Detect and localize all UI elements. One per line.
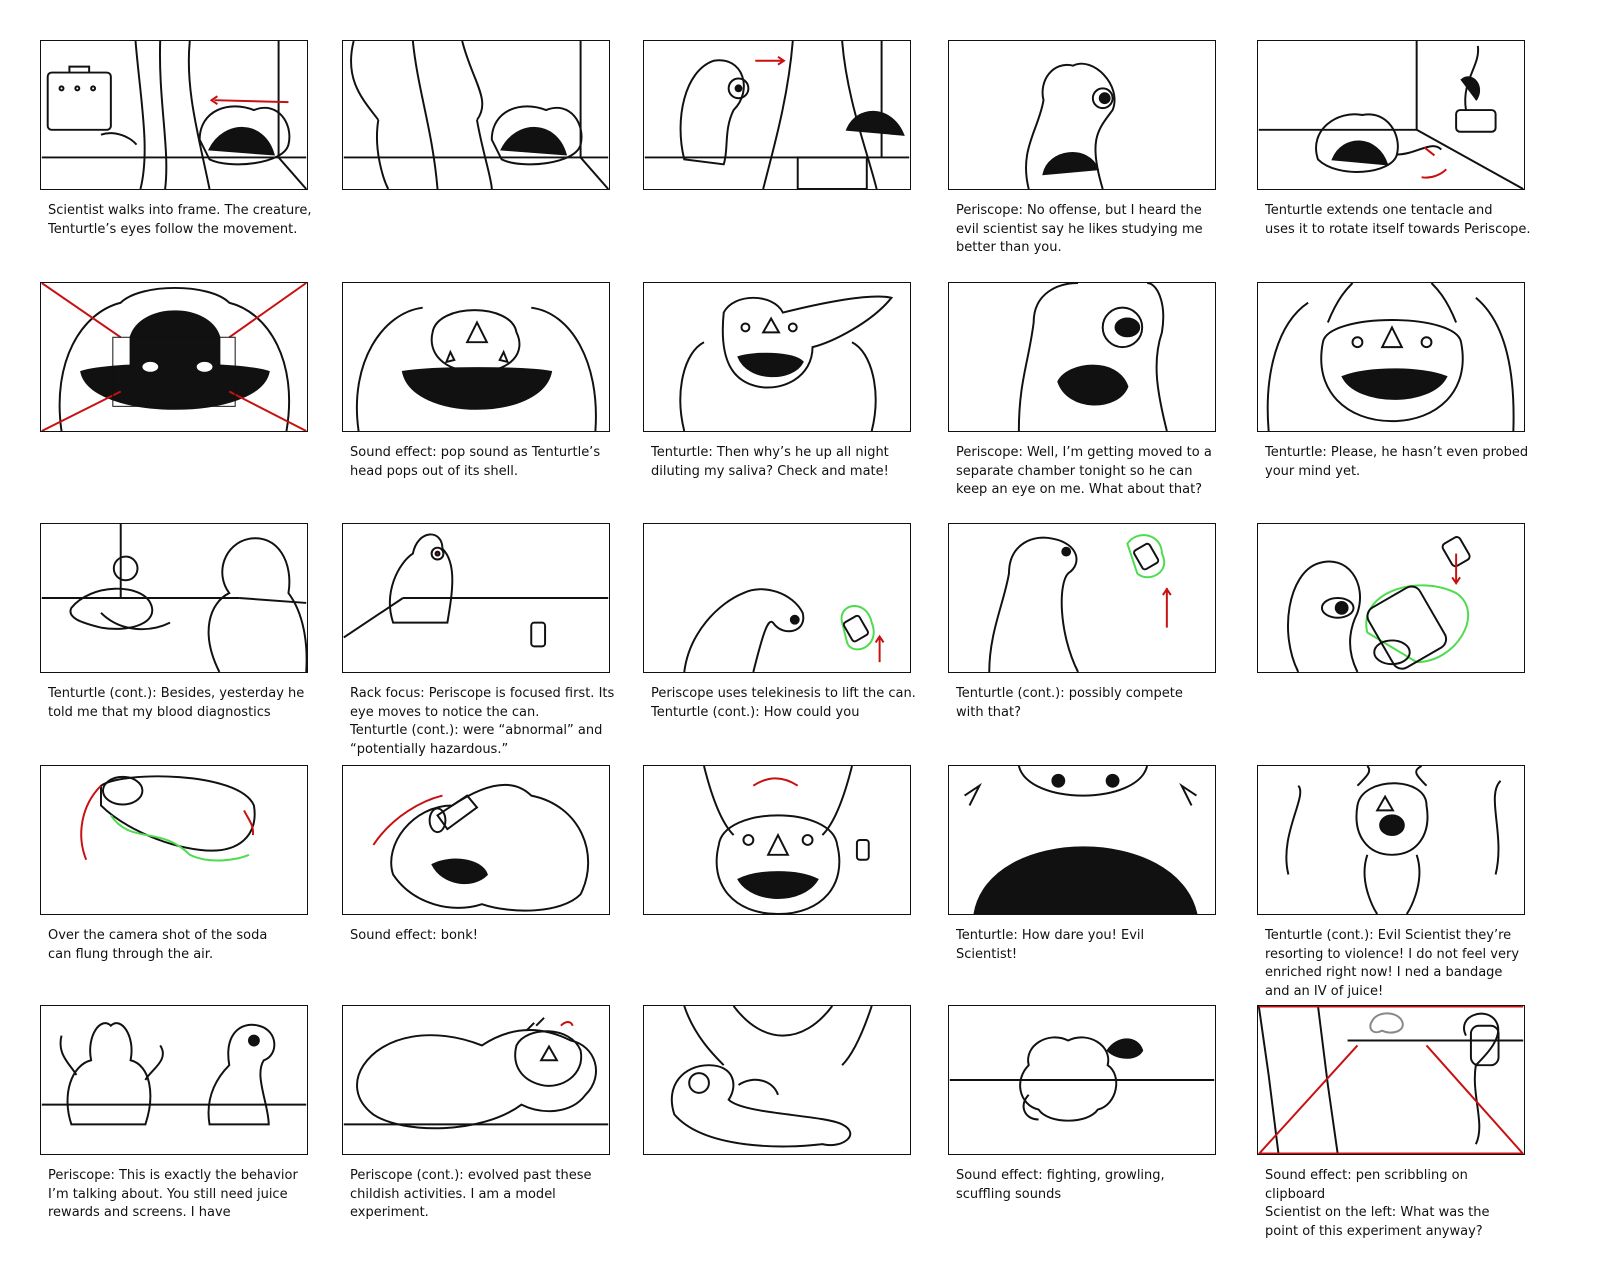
panel-13-caption: Periscope uses telekinesis to lift the c… xyxy=(651,686,916,720)
panel-10-drawing xyxy=(1257,282,1525,432)
panel-21-caption: Periscope: This is exactly the behavior … xyxy=(48,1168,298,1220)
panel-22-drawing xyxy=(342,1005,610,1155)
panel-14-caption: Tenturtle (cont.): possibly compete with… xyxy=(956,686,1183,720)
panel-7-caption: Sound effect: pop sound as Tenturtle’s h… xyxy=(350,445,601,479)
panel-1-caption: Scientist walks into frame. The creature… xyxy=(48,203,312,237)
panel-1-drawing xyxy=(40,40,308,190)
panel-18-drawing xyxy=(643,765,911,915)
panel-20-caption: Tenturtle (cont.): Evil Scientist they’r… xyxy=(1265,928,1520,999)
panel-12-drawing xyxy=(342,523,610,673)
panel-4-caption: Periscope: No offense, but I heard the e… xyxy=(956,203,1203,255)
panel-11-caption: Tenturtle (cont.): Besides, yesterday he… xyxy=(48,686,305,720)
panel-5-drawing xyxy=(1257,40,1525,190)
panel-17-drawing xyxy=(342,765,610,915)
panel-4-drawing xyxy=(948,40,1216,190)
panel-8-caption: Tenturtle: Then why’s he up all night di… xyxy=(651,445,889,479)
panel-12-caption: Rack focus: Periscope is focused first. … xyxy=(350,686,615,757)
panel-11-drawing xyxy=(40,523,308,673)
panel-9-caption: Periscope: Well, I’m getting moved to a … xyxy=(956,445,1212,497)
panel-19-caption: Tenturtle: How dare you! Evil Scientist! xyxy=(956,928,1145,962)
panel-24-caption: Sound effect: fighting, growling, scuffl… xyxy=(956,1168,1165,1202)
panel-16-caption: Over the camera shot of the soda can flu… xyxy=(48,928,268,962)
panel-25-caption: Sound effect: pen scribbling on clipboar… xyxy=(1265,1168,1490,1239)
panel-2-drawing xyxy=(342,40,610,190)
panel-24-drawing xyxy=(948,1005,1216,1155)
panel-17-caption: Sound effect: bonk! xyxy=(350,928,478,943)
panel-8-drawing xyxy=(643,282,911,432)
panel-21-drawing xyxy=(40,1005,308,1155)
panel-20-drawing xyxy=(1257,765,1525,915)
panel-14-drawing xyxy=(948,523,1216,673)
panel-9-drawing xyxy=(948,282,1216,432)
panel-6-drawing xyxy=(40,282,308,432)
panel-5-caption: Tenturtle extends one tentacle and uses … xyxy=(1265,203,1531,237)
panel-16-drawing xyxy=(40,765,308,915)
panel-10-caption: Tenturtle: Please, he hasn’t even probed… xyxy=(1265,445,1529,479)
panel-25-drawing xyxy=(1257,1005,1525,1155)
panel-19-drawing xyxy=(948,765,1216,915)
panel-22-caption: Periscope (cont.): evolved past these ch… xyxy=(350,1168,592,1220)
panel-7-drawing xyxy=(342,282,610,432)
panel-15-drawing xyxy=(1257,523,1525,673)
panel-23-drawing xyxy=(643,1005,911,1155)
panel-3-drawing xyxy=(643,40,911,190)
panel-13-drawing xyxy=(643,523,911,673)
